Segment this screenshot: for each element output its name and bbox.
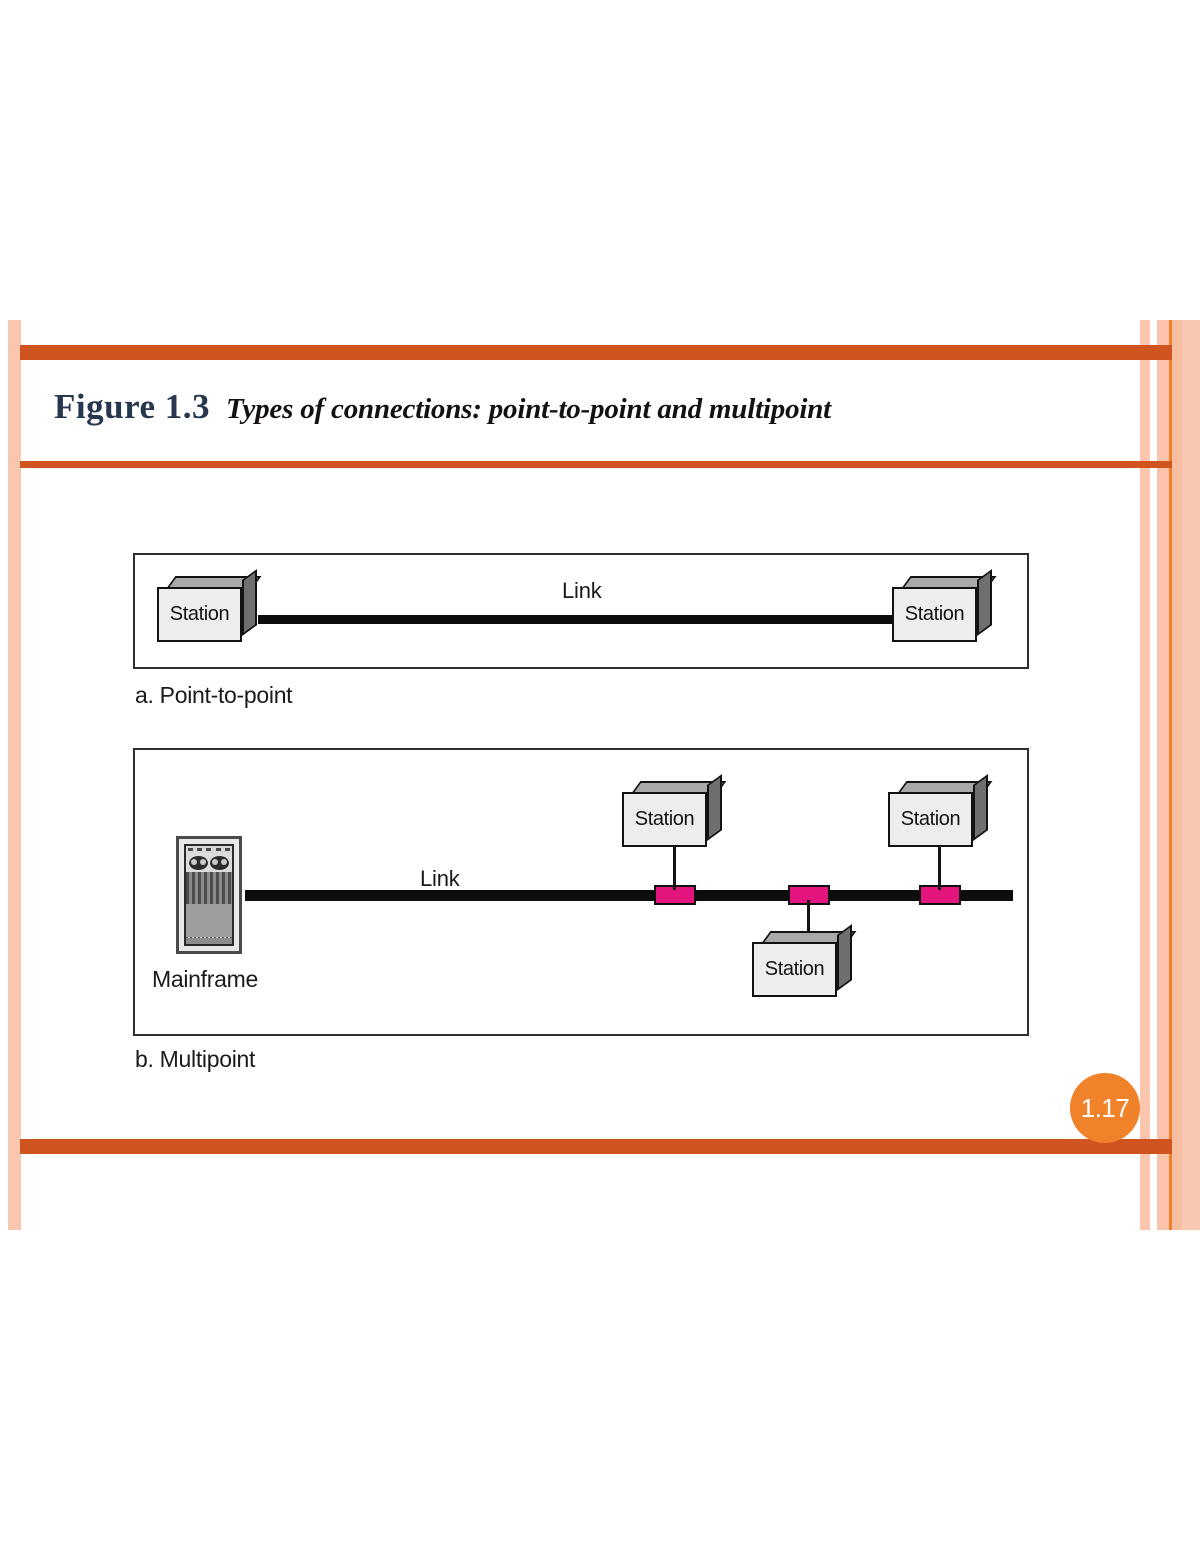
- mainframe[interactable]: [176, 836, 242, 954]
- link-label-a: Link: [562, 578, 602, 603]
- station-front-face: Station: [157, 587, 242, 642]
- link-label-b: Link: [420, 866, 460, 891]
- station-b-bottom-center[interactable]: Station: [752, 924, 857, 999]
- right-accent-stripe-2: [1157, 320, 1169, 1230]
- mainframe-drive-bank: [186, 872, 232, 904]
- right-accent-stripe-1: [1140, 320, 1150, 1230]
- station-label: Station: [904, 603, 965, 625]
- station-side-face: [242, 569, 257, 636]
- mainframe-label: Mainframe: [152, 966, 258, 992]
- figure-caption: Types of connections: point-to-point and…: [226, 393, 832, 425]
- page-title: Figure 1.3 Types of connections: point-to…: [54, 387, 1114, 442]
- page-number-badge: 1.17: [1070, 1073, 1140, 1143]
- right-accent-stripe-4: [1172, 320, 1182, 1230]
- station-side-face: [977, 569, 992, 636]
- mainframe-indicator-lights: [186, 846, 232, 853]
- station-label: Station: [764, 958, 825, 980]
- footer-rule: [20, 1139, 1172, 1154]
- station-a-left[interactable]: Station: [157, 569, 262, 644]
- title-divider-rule: [20, 461, 1172, 468]
- caption-multipoint: b. Multipoint: [135, 1046, 256, 1072]
- link-line-b: [245, 890, 1013, 901]
- mainframe-body: [186, 904, 232, 937]
- station-side-face: [973, 774, 988, 841]
- left-accent-stripe: [8, 320, 21, 1230]
- station-b-top-right[interactable]: Station: [888, 774, 993, 849]
- page-number-text: 1.17: [1080, 1092, 1130, 1123]
- drop-wire-3: [938, 845, 941, 890]
- figure-number: Figure 1.3: [54, 387, 211, 426]
- station-side-face: [707, 774, 722, 841]
- drop-wire-2: [807, 900, 810, 942]
- mainframe-tape-reels: [186, 853, 232, 872]
- right-accent-stripe-3: [1169, 320, 1172, 1230]
- station-label: Station: [634, 808, 695, 830]
- header-rule: [20, 345, 1172, 360]
- mainframe-panel: [184, 844, 234, 946]
- station-b-top-left[interactable]: Station: [622, 774, 727, 849]
- station-label: Station: [900, 808, 961, 830]
- right-accent-stripe-5: [1182, 320, 1200, 1230]
- station-front-face: Station: [888, 792, 973, 847]
- station-front-face: Station: [892, 587, 977, 642]
- panel-point-to-point: [133, 553, 1029, 669]
- mainframe-cabinet: [176, 836, 242, 954]
- mainframe-base: [186, 938, 232, 944]
- station-front-face: Station: [752, 942, 837, 997]
- station-front-face: Station: [622, 792, 707, 847]
- station-side-face: [837, 924, 852, 991]
- drop-wire-1: [673, 845, 676, 890]
- station-a-right[interactable]: Station: [892, 569, 997, 644]
- caption-point-to-point: a. Point-to-point: [135, 682, 293, 708]
- link-line-a: [258, 615, 895, 624]
- station-label: Station: [169, 603, 230, 625]
